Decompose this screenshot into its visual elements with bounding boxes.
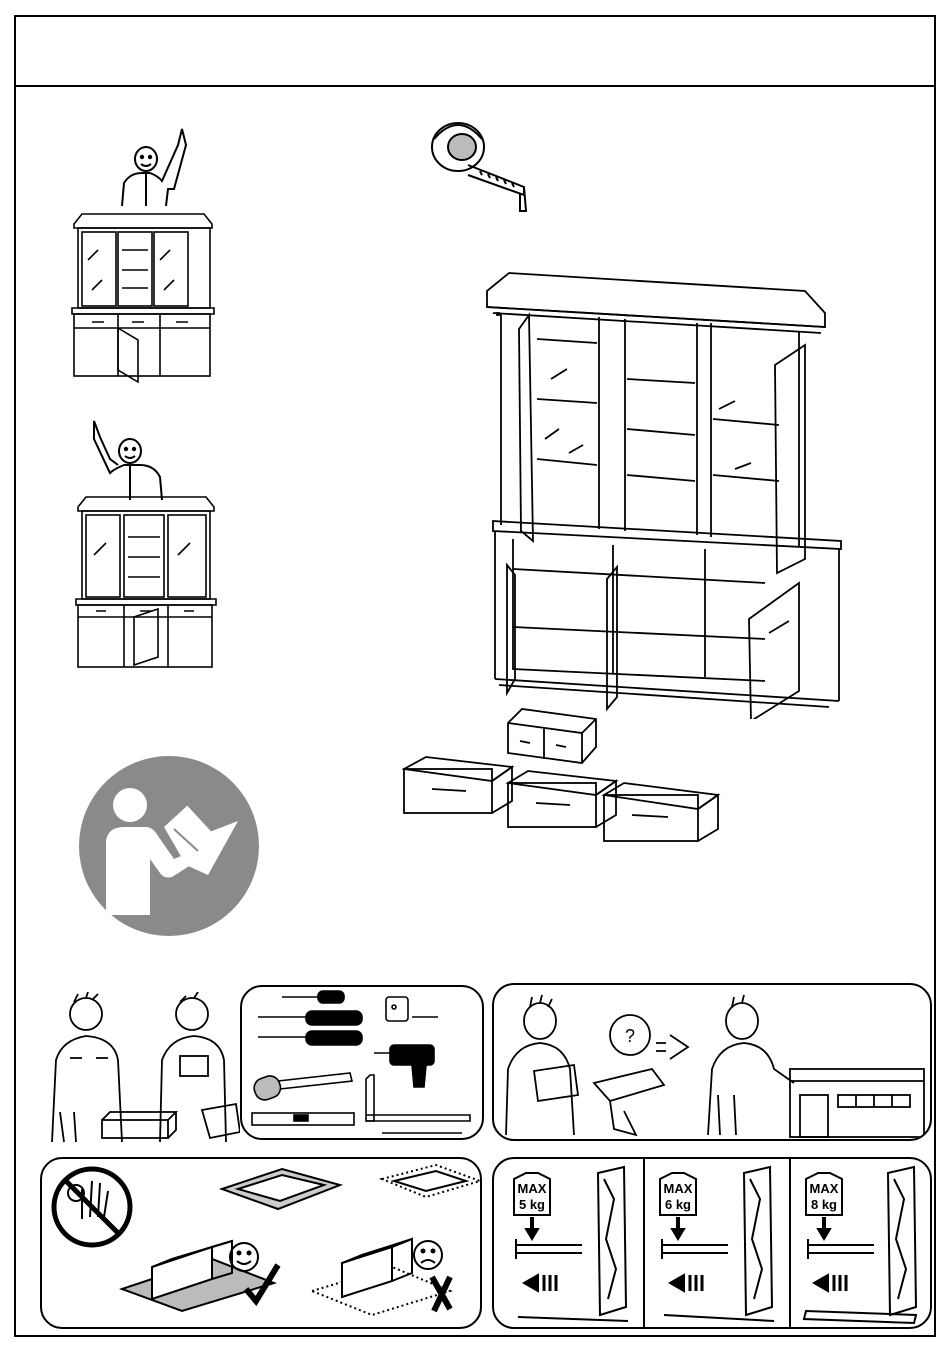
tape-measure-icon [424, 117, 534, 217]
floor-protection-panel [40, 1157, 482, 1329]
cabinet-main-drawing [479, 269, 845, 719]
max-label-3: MAX [810, 1181, 839, 1196]
weight-value-1: 5 kg [519, 1197, 545, 1212]
max-label-1: MAX [518, 1181, 547, 1196]
page-header [16, 17, 934, 87]
tools-illustration [242, 987, 484, 1140]
long-drawers-drawing [402, 755, 722, 855]
weight-value-3: 8 kg [811, 1197, 837, 1212]
read-manual-icon [78, 755, 260, 937]
drawer-weight-illustration: MAX 5 kg MAX 6 kg MAX 8 kg [494, 1159, 932, 1329]
floor-protection-illustration [42, 1159, 482, 1329]
max-label-2: MAX [664, 1181, 693, 1196]
person-pointing-icon [84, 415, 174, 500]
help-store-illustration: ? [494, 985, 932, 1141]
weight-value-2: 6 kg [665, 1197, 691, 1212]
drawer-weight-panel: MAX 5 kg MAX 6 kg MAX 8 kg [492, 1157, 932, 1329]
workers-illustration [30, 992, 240, 1147]
question-mark: ? [625, 1026, 635, 1046]
cabinet-thumbnail-bottom [74, 493, 224, 673]
cabinet-thumbnail-top [68, 210, 218, 385]
instruction-sheet: ? [14, 15, 936, 1337]
help-store-panel: ? [492, 983, 932, 1141]
tools-panel [240, 985, 484, 1140]
person-pointing-icon [116, 121, 206, 206]
